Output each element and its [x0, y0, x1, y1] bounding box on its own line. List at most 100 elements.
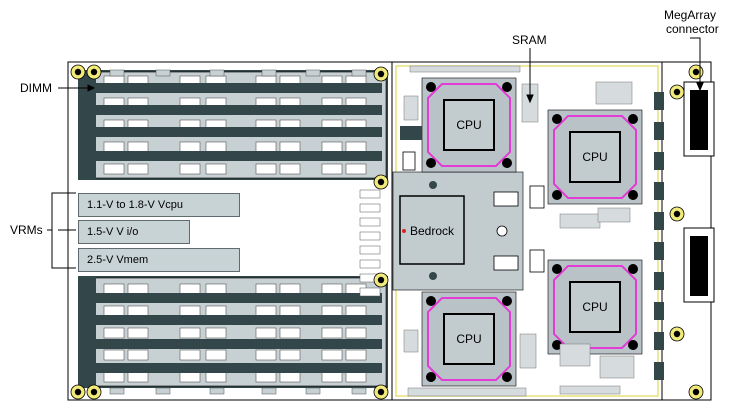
dimm-chip [103, 283, 125, 295]
screw-center [673, 210, 681, 218]
edge-pad [305, 69, 321, 77]
vrm-vcpu: 1.1-V to 1.8-V Vcpu [78, 193, 240, 217]
cpu-mount-hole [552, 190, 562, 200]
cpu-mount-hole [502, 82, 512, 92]
dimm-chip [127, 305, 149, 317]
screw-center [90, 68, 98, 76]
header-pin [654, 152, 664, 170]
dimm-slot [86, 151, 382, 161]
dimm-chip [127, 371, 149, 383]
dimm-chip [103, 349, 125, 361]
bedrock-finger [359, 203, 381, 213]
dimm-chip [345, 163, 367, 175]
vrm-vmem: 2.5-V Vmem [78, 248, 240, 272]
dimm-chip [255, 327, 277, 339]
bedrock-finger [359, 245, 381, 255]
dimm-chip [279, 283, 301, 295]
bedrock-chip [399, 195, 465, 265]
cpu-mount-hole [628, 114, 638, 124]
screw-center [74, 388, 82, 396]
dimm-chip [279, 371, 301, 383]
dimm-chip [345, 327, 367, 339]
megarray-label-line2: connector [666, 22, 719, 36]
bedrock-hole-bottom [429, 272, 437, 280]
edge-pad [261, 387, 277, 395]
dimm-chip [179, 283, 201, 295]
cpu-heatsink-outline [427, 83, 511, 167]
dimm-chip [127, 327, 149, 339]
bedrock-finger [359, 231, 381, 241]
cpu-die [569, 131, 621, 183]
dimm-chip [321, 327, 343, 339]
dimm-chip [279, 305, 301, 317]
cpu-module-4: CPU [547, 259, 643, 355]
screw-center [74, 68, 82, 76]
cpu-mount-hole [426, 158, 436, 168]
megarray-connector-bottom [683, 227, 715, 303]
screw-icon [688, 64, 704, 80]
dimm-chip [127, 283, 149, 295]
dimm-chip [321, 283, 343, 295]
cpu-mount-hole [552, 340, 562, 350]
dimm-chip [127, 141, 149, 153]
dimm-chip [205, 283, 227, 295]
dimm-chip [255, 283, 277, 295]
cpu-label: CPU [456, 118, 481, 132]
dimm-chip [321, 371, 343, 383]
dimm-chip [103, 371, 125, 383]
dimm-chip [321, 305, 343, 317]
dimm-chip [179, 163, 201, 175]
cpu-mount-hole [426, 82, 436, 92]
cpu-module-3: CPU [421, 291, 517, 387]
dimm-chip [179, 327, 201, 339]
connector-strip [403, 95, 419, 121]
edge-pad [261, 69, 277, 77]
cpu-mount-hole [628, 340, 638, 350]
dimm-slot [86, 315, 382, 325]
cpu-label: CPU [456, 332, 481, 346]
edge-pad [351, 69, 367, 77]
dimm-slot [86, 363, 382, 373]
screw-icon [86, 64, 102, 80]
connector-strip [559, 385, 621, 395]
edge-pad [209, 69, 225, 77]
cpu-mount-hole [426, 296, 436, 306]
edge-pad [209, 387, 225, 395]
cpu-heatsink-outline [553, 115, 637, 199]
mounting-screws [70, 64, 704, 400]
connector-strip [519, 333, 537, 369]
dimm-slots [86, 69, 382, 395]
edge-pad [155, 69, 171, 77]
dimm-chip [345, 349, 367, 361]
cpu-heatsink-outline [553, 265, 637, 349]
cpu-mount-hole [502, 372, 512, 382]
screw-center [377, 388, 385, 396]
screw-center [90, 388, 98, 396]
screw-icon [86, 384, 102, 400]
dimm-slot [86, 127, 382, 137]
edge-pad [109, 69, 125, 77]
dimm-chip [255, 349, 277, 361]
dimm-chip [205, 163, 227, 175]
connector-strips [359, 65, 664, 397]
dimm-chip [127, 163, 149, 175]
bedrock-pin [402, 229, 406, 233]
dimm-side-left-bottom [78, 276, 96, 388]
dimm-slot [86, 293, 382, 303]
header-pin [654, 302, 664, 320]
megarray-connector-top [683, 81, 715, 157]
vrm-vio: 1.5-V V i/o [78, 220, 190, 244]
dimm-chip [205, 141, 227, 153]
screw-icon [70, 384, 86, 400]
cpu-mount-hole [426, 372, 436, 382]
cpu-die [569, 281, 621, 333]
header-pin [654, 332, 664, 350]
leader-lines [58, 37, 704, 104]
vrm-bracket [47, 192, 76, 269]
screw-icon [373, 384, 389, 400]
dimm-chip [103, 163, 125, 175]
cpu-mount-hole [628, 190, 638, 200]
connector-strip [599, 355, 635, 379]
